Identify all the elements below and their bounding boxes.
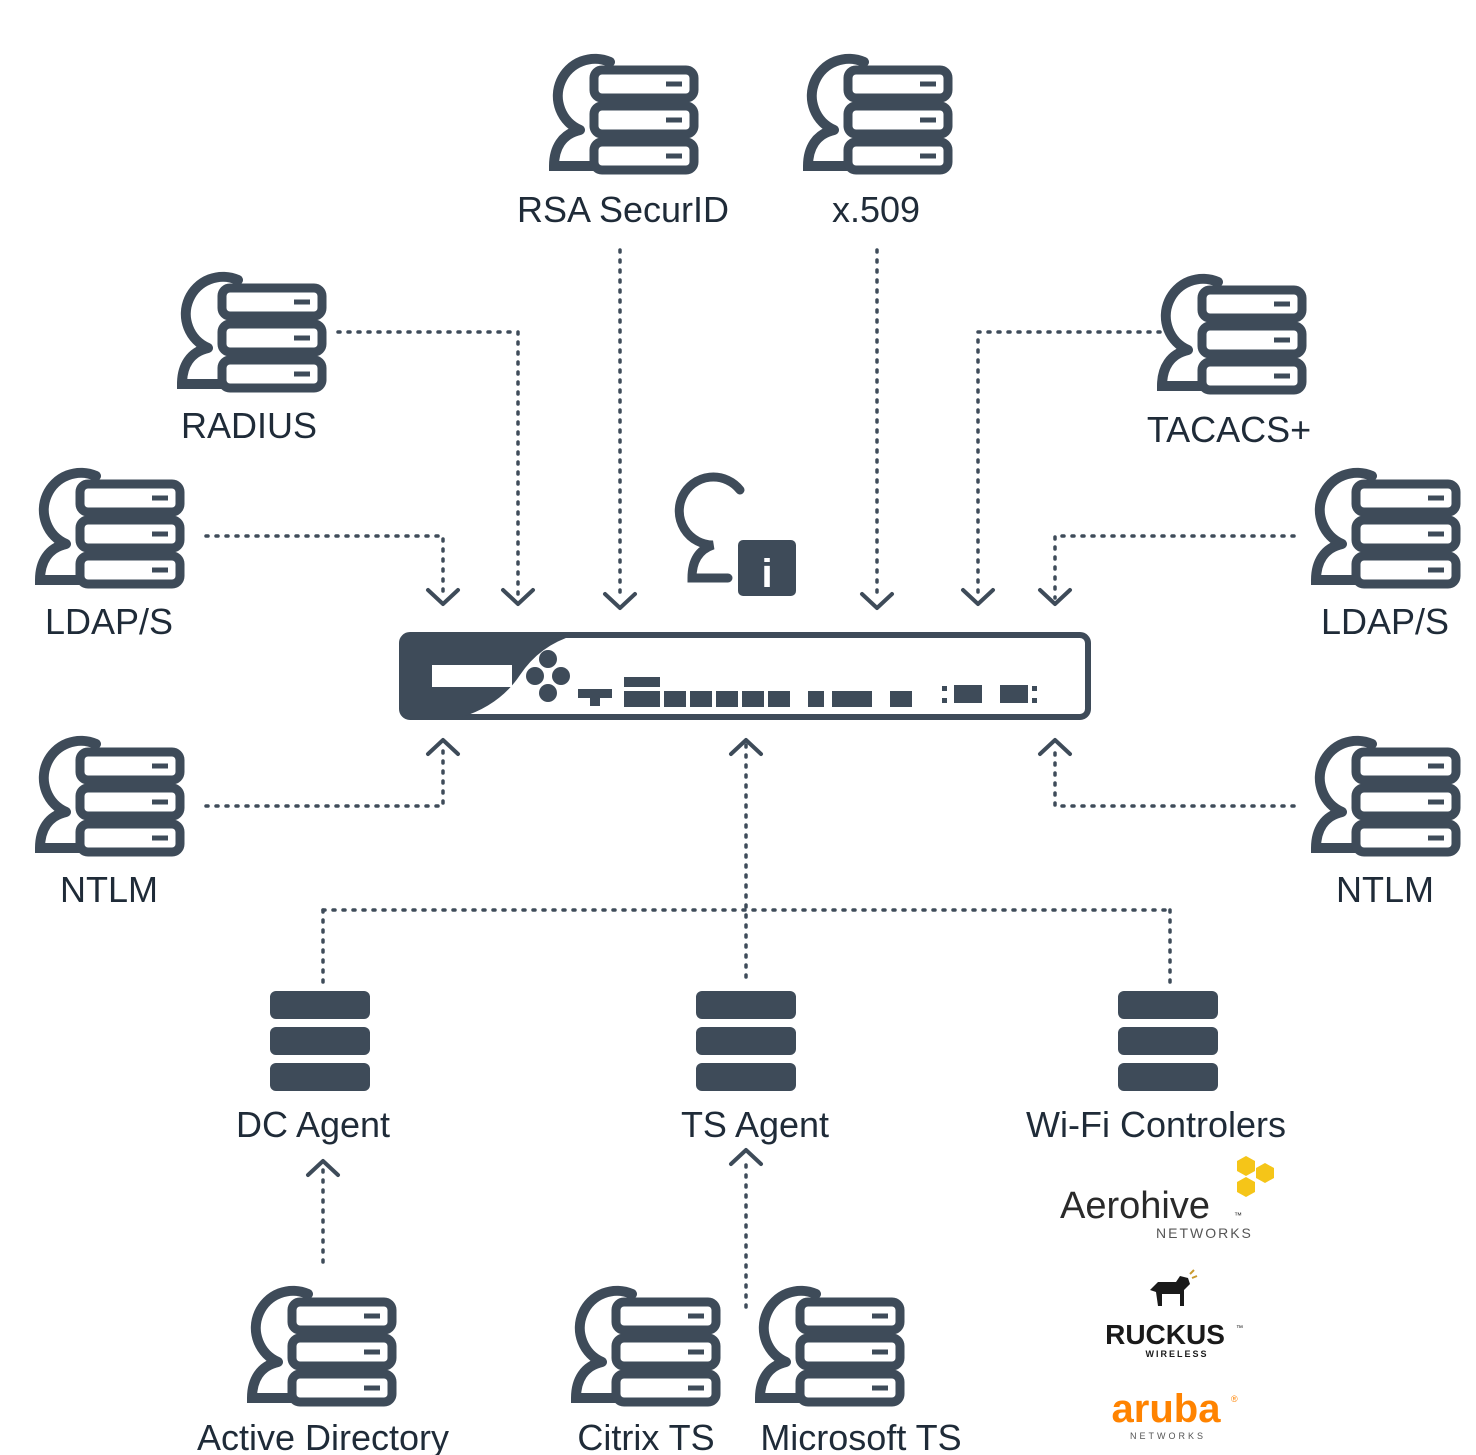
agent-ts: TS Agent	[681, 991, 829, 1145]
arrow-down-icon	[961, 588, 995, 606]
user-info-icon: i	[674, 472, 796, 596]
connector-ntlm-left	[204, 743, 445, 808]
ruckus-tm: ™	[1236, 1325, 1243, 1332]
arrow-down-icon	[1038, 588, 1072, 606]
server-ldap-left: LDAP/S	[40, 473, 180, 642]
label-rsa: RSA SecurID	[517, 189, 729, 230]
ruckus-name: RUCKUS	[1105, 1319, 1225, 1350]
server-tacacs: TACACS+	[1147, 279, 1311, 450]
connector-ldap-left	[204, 534, 445, 600]
server-ldap-right: LDAP/S	[1316, 473, 1456, 642]
server-rsa: RSA SecurID	[517, 59, 729, 230]
info-glyph: i	[761, 552, 772, 596]
connector-lines	[204, 248, 1296, 1312]
agent-wifi: Wi-Fi Controlers	[1026, 991, 1286, 1145]
arrow-down-icon	[603, 592, 637, 610]
label-ldap-right: LDAP/S	[1321, 601, 1449, 642]
aerohive-logo: Aerohive ™ NETWORKS	[1060, 1156, 1274, 1241]
server-citrix-ts: Citrix TS	[576, 1291, 716, 1455]
arrow-up-icon	[1038, 738, 1072, 756]
server-active-directory: Active Directory	[197, 1291, 449, 1455]
user-server-icon	[760, 1291, 900, 1402]
connector-ntlm-right	[1053, 743, 1296, 808]
label-tacacs: TACACS+	[1147, 409, 1311, 450]
arrow-up-icon	[729, 738, 763, 756]
label-ts-agent: TS Agent	[681, 1104, 829, 1145]
user-server-icon	[182, 277, 322, 388]
user-server-icon	[808, 59, 948, 170]
lcd-display	[432, 665, 512, 687]
label-active-directory: Active Directory	[197, 1417, 449, 1455]
ruckus-sub: WIRELESS	[1145, 1349, 1208, 1359]
label-dc-agent: DC Agent	[236, 1104, 390, 1145]
label-ntlm-right: NTLM	[1336, 869, 1434, 910]
connector-tacacs	[976, 330, 1162, 600]
label-citrix-ts: Citrix TS	[577, 1417, 714, 1455]
user-server-icon	[40, 741, 180, 852]
arrowheads	[306, 588, 1072, 1177]
server-x509: x.509	[808, 59, 948, 230]
ruckus-dog-icon	[1150, 1269, 1198, 1306]
arrow-up-icon	[729, 1148, 763, 1166]
user-server-icon	[576, 1291, 716, 1402]
arrow-up-icon	[426, 738, 460, 756]
server-ntlm-left: NTLM	[40, 741, 180, 910]
server-ntlm-right: NTLM	[1316, 741, 1456, 910]
aruba-name: aruba	[1112, 1387, 1222, 1431]
arrow-down-icon	[426, 588, 460, 606]
arrow-down-icon	[860, 592, 894, 610]
connector-ldap-right	[1053, 534, 1296, 600]
firewall-appliance-icon	[399, 632, 1091, 720]
agent-dc: DC Agent	[236, 991, 390, 1145]
server-microsoft-ts: Microsoft TS	[760, 1291, 962, 1455]
label-x509: x.509	[832, 189, 920, 230]
connector-radius	[336, 330, 520, 600]
label-wifi-controllers: Wi-Fi Controlers	[1026, 1104, 1286, 1145]
label-microsoft-ts: Microsoft TS	[760, 1417, 961, 1455]
user-server-icon	[40, 473, 180, 584]
server-stack-icon	[270, 991, 370, 1091]
arrow-up-icon	[306, 1159, 340, 1177]
label-radius: RADIUS	[181, 405, 317, 446]
ruckus-logo: RUCKUS ™ WIRELESS	[1105, 1269, 1243, 1359]
user-server-icon	[1316, 473, 1456, 584]
user-server-icon	[554, 59, 694, 170]
server-stack-icon	[696, 991, 796, 1091]
aerohive-name: Aerohive	[1060, 1185, 1210, 1227]
label-ldap-left: LDAP/S	[45, 601, 173, 642]
aerohive-tm: ™	[1234, 1211, 1242, 1220]
server-stack-icon	[1118, 991, 1218, 1091]
aruba-reg: ®	[1231, 1394, 1238, 1404]
aruba-sub: NETWORKS	[1130, 1431, 1206, 1441]
arrow-down-icon	[501, 588, 535, 606]
user-server-icon	[1162, 279, 1302, 390]
server-radius: RADIUS	[181, 277, 322, 446]
user-server-icon	[252, 1291, 392, 1402]
aerohive-sub: NETWORKS	[1156, 1225, 1253, 1241]
aruba-logo: aruba ® NETWORKS	[1112, 1387, 1238, 1441]
user-server-icon	[1316, 741, 1456, 852]
label-ntlm-left: NTLM	[60, 869, 158, 910]
